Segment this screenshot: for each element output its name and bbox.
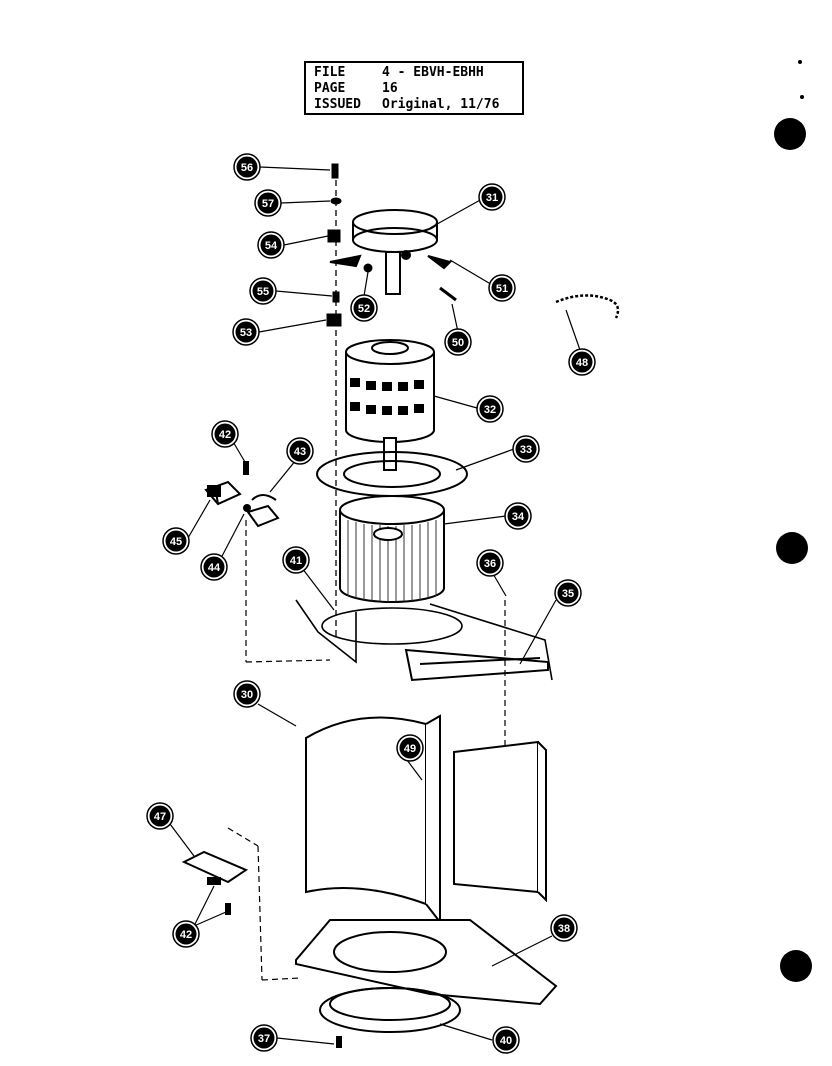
- callout-47: 47: [146, 802, 174, 830]
- callout-number: 56: [241, 162, 253, 174]
- callout-number: 49: [404, 743, 416, 755]
- inlet-ring: [319, 987, 461, 1033]
- speck: [798, 60, 802, 64]
- title-block: FILE 4 - EBVH-EBHH PAGE 16 ISSUED Original,…: [304, 61, 524, 115]
- punch-hole-bottom: [780, 950, 812, 982]
- callout-37: 37: [250, 1024, 278, 1052]
- callout-number: 53: [240, 327, 252, 339]
- callout-35: 35: [554, 579, 582, 607]
- bracket: [181, 850, 249, 915]
- issued-value: Original, 11/76: [382, 97, 500, 112]
- blower-motor: [345, 339, 435, 471]
- cutoff-panel: [453, 740, 547, 903]
- callout-44: 44: [200, 553, 228, 581]
- callout-number: 45: [170, 536, 182, 548]
- callout-51: 51: [488, 274, 516, 302]
- callout-number: 48: [576, 357, 588, 369]
- callout-52: 52: [350, 294, 378, 322]
- callout-number: 44: [208, 562, 221, 574]
- callout-number: 51: [496, 283, 508, 295]
- callout-42: 42: [211, 420, 239, 448]
- callout-number: 35: [562, 588, 574, 600]
- callout-number: 32: [484, 404, 496, 416]
- support-rail: [404, 648, 549, 682]
- callout-number: 47: [154, 811, 166, 823]
- blower-housing-wrapper: [305, 714, 441, 925]
- callout-layer: 56 57 54 55 53 52 31 51 50 48 32 33 42 43 45 44 34 41 36 35…: [146, 153, 596, 1054]
- callout-40: 40: [492, 1026, 520, 1054]
- callout-32: 32: [476, 395, 504, 423]
- callout-number: 34: [512, 511, 525, 523]
- callout-33: 33: [512, 435, 540, 463]
- switch-assembly: [204, 461, 280, 528]
- callout-48: 48: [568, 348, 596, 376]
- callout-number: 38: [558, 923, 570, 935]
- screw: [336, 1036, 342, 1048]
- callout-42: 42: [172, 920, 200, 948]
- callout-number: 30: [241, 689, 253, 701]
- callout-57: 57: [254, 189, 282, 217]
- callout-49: 49: [396, 734, 424, 762]
- callout-number: 57: [262, 198, 274, 210]
- callout-30: 30: [233, 680, 261, 708]
- callout-31: 31: [478, 183, 506, 211]
- callout-45: 45: [162, 527, 190, 555]
- blower-wheel: [339, 495, 445, 603]
- page-value: 16: [382, 81, 398, 96]
- speck: [800, 95, 804, 99]
- page-label: PAGE: [314, 81, 346, 96]
- punch-hole-middle: [776, 532, 808, 564]
- page-row: PAGE 16: [314, 81, 398, 97]
- callout-number: 50: [452, 337, 464, 349]
- callout-number: 36: [484, 558, 496, 570]
- callout-38: 38: [550, 914, 578, 942]
- callout-number: 42: [219, 429, 231, 441]
- callout-number: 31: [486, 192, 498, 204]
- callout-43: 43: [286, 437, 314, 465]
- motor-mount-ring: [329, 209, 452, 295]
- callout-number: 40: [500, 1035, 512, 1047]
- callout-41: 41: [282, 546, 310, 574]
- file-row: FILE 4 - EBVH-EBHH: [314, 65, 484, 81]
- upper-housing-panel: [295, 599, 553, 681]
- pull-chain: [555, 294, 620, 319]
- callout-number: 43: [294, 446, 306, 458]
- callout-number: 41: [290, 555, 302, 567]
- callout-leaders: [169, 166, 581, 1045]
- callout-54: 54: [257, 231, 285, 259]
- callout-number: 42: [180, 929, 192, 941]
- callout-56: 56: [233, 153, 261, 181]
- issued-label: ISSUED: [314, 97, 361, 112]
- callout-number: 54: [265, 240, 278, 252]
- callout-number: 37: [258, 1033, 270, 1045]
- base-plate: [295, 919, 558, 1006]
- mounting-hardware: [326, 163, 457, 327]
- callout-50: 50: [444, 328, 472, 356]
- callout-55: 55: [249, 277, 277, 305]
- callout-53: 53: [232, 318, 260, 346]
- file-value: 4 - EBVH-EBHH: [382, 65, 484, 80]
- callout-number: 55: [257, 286, 269, 298]
- punch-hole-top: [774, 118, 806, 150]
- callout-36: 36: [476, 549, 504, 577]
- issued-row: ISSUED Original, 11/76: [314, 97, 499, 113]
- callout-number: 52: [358, 303, 370, 315]
- callout-number: 33: [520, 444, 532, 456]
- callout-34: 34: [504, 502, 532, 530]
- file-label: FILE: [314, 65, 346, 80]
